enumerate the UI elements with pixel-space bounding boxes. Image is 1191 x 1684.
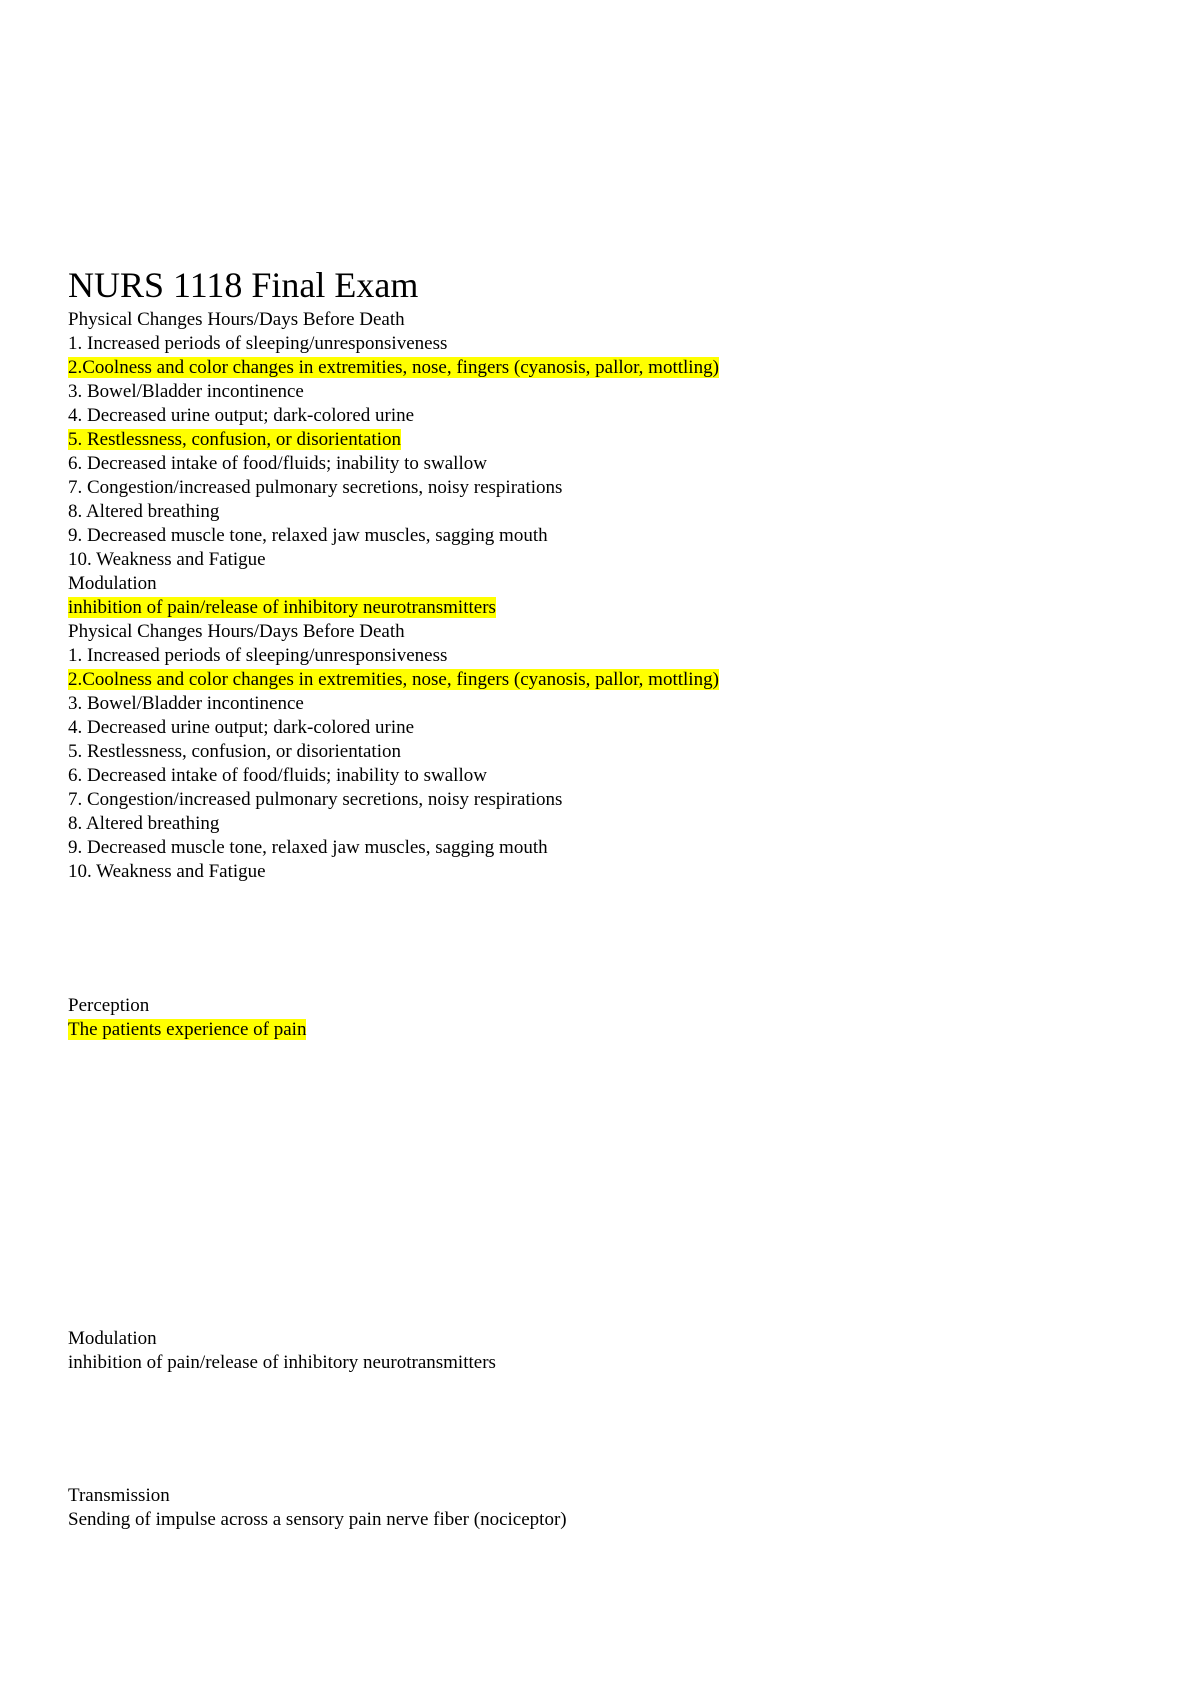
- list-item-highlighted: 2.Coolness and color changes in extremit…: [68, 669, 719, 690]
- section-heading-physical-changes: Physical Changes Hours/Days Before Death: [68, 309, 405, 330]
- list-item-highlighted: 5. Restlessness, confusion, or disorient…: [68, 429, 401, 450]
- definition: Sending of impulse across a sensory pain…: [68, 1509, 567, 1530]
- list-item: 8. Altered breathing: [68, 501, 220, 522]
- definition-highlighted: inhibition of pain/release of inhibitory…: [68, 597, 496, 618]
- section-heading-transmission: Transmission: [68, 1485, 170, 1506]
- list-item: 6. Decreased intake of food/fluids; inab…: [68, 765, 487, 786]
- section-heading-modulation: Modulation: [68, 573, 157, 594]
- list-item-highlighted: 2.Coolness and color changes in extremit…: [68, 357, 719, 378]
- list-item: 4. Decreased urine output; dark-colored …: [68, 405, 415, 426]
- document-title: NURS 1118 Final Exam: [68, 265, 419, 305]
- section-heading-perception: Perception: [68, 995, 150, 1016]
- definition: inhibition of pain/release of inhibitory…: [68, 1352, 496, 1373]
- list-item: 10. Weakness and Fatigue: [68, 549, 266, 570]
- list-item: 7. Congestion/increased pulmonary secret…: [68, 477, 563, 498]
- list-item: 6. Decreased intake of food/fluids; inab…: [68, 453, 487, 474]
- list-item: 1. Increased periods of sleeping/unrespo…: [68, 645, 448, 666]
- list-item: 7. Congestion/increased pulmonary secret…: [68, 789, 563, 810]
- list-item: 9. Decreased muscle tone, relaxed jaw mu…: [68, 525, 548, 546]
- section-heading-physical-changes: Physical Changes Hours/Days Before Death: [68, 621, 405, 642]
- list-item: 4. Decreased urine output; dark-colored …: [68, 717, 415, 738]
- list-item: 10. Weakness and Fatigue: [68, 861, 266, 882]
- section-heading-modulation: Modulation: [68, 1328, 157, 1349]
- list-item: 8. Altered breathing: [68, 813, 220, 834]
- list-item: 5. Restlessness, confusion, or disorient…: [68, 741, 401, 762]
- definition-highlighted: The patients experience of pain: [68, 1019, 307, 1040]
- list-item: 1. Increased periods of sleeping/unrespo…: [68, 333, 448, 354]
- list-item: 9. Decreased muscle tone, relaxed jaw mu…: [68, 837, 548, 858]
- list-item: 3. Bowel/Bladder incontinence: [68, 693, 304, 714]
- list-item: 3. Bowel/Bladder incontinence: [68, 381, 304, 402]
